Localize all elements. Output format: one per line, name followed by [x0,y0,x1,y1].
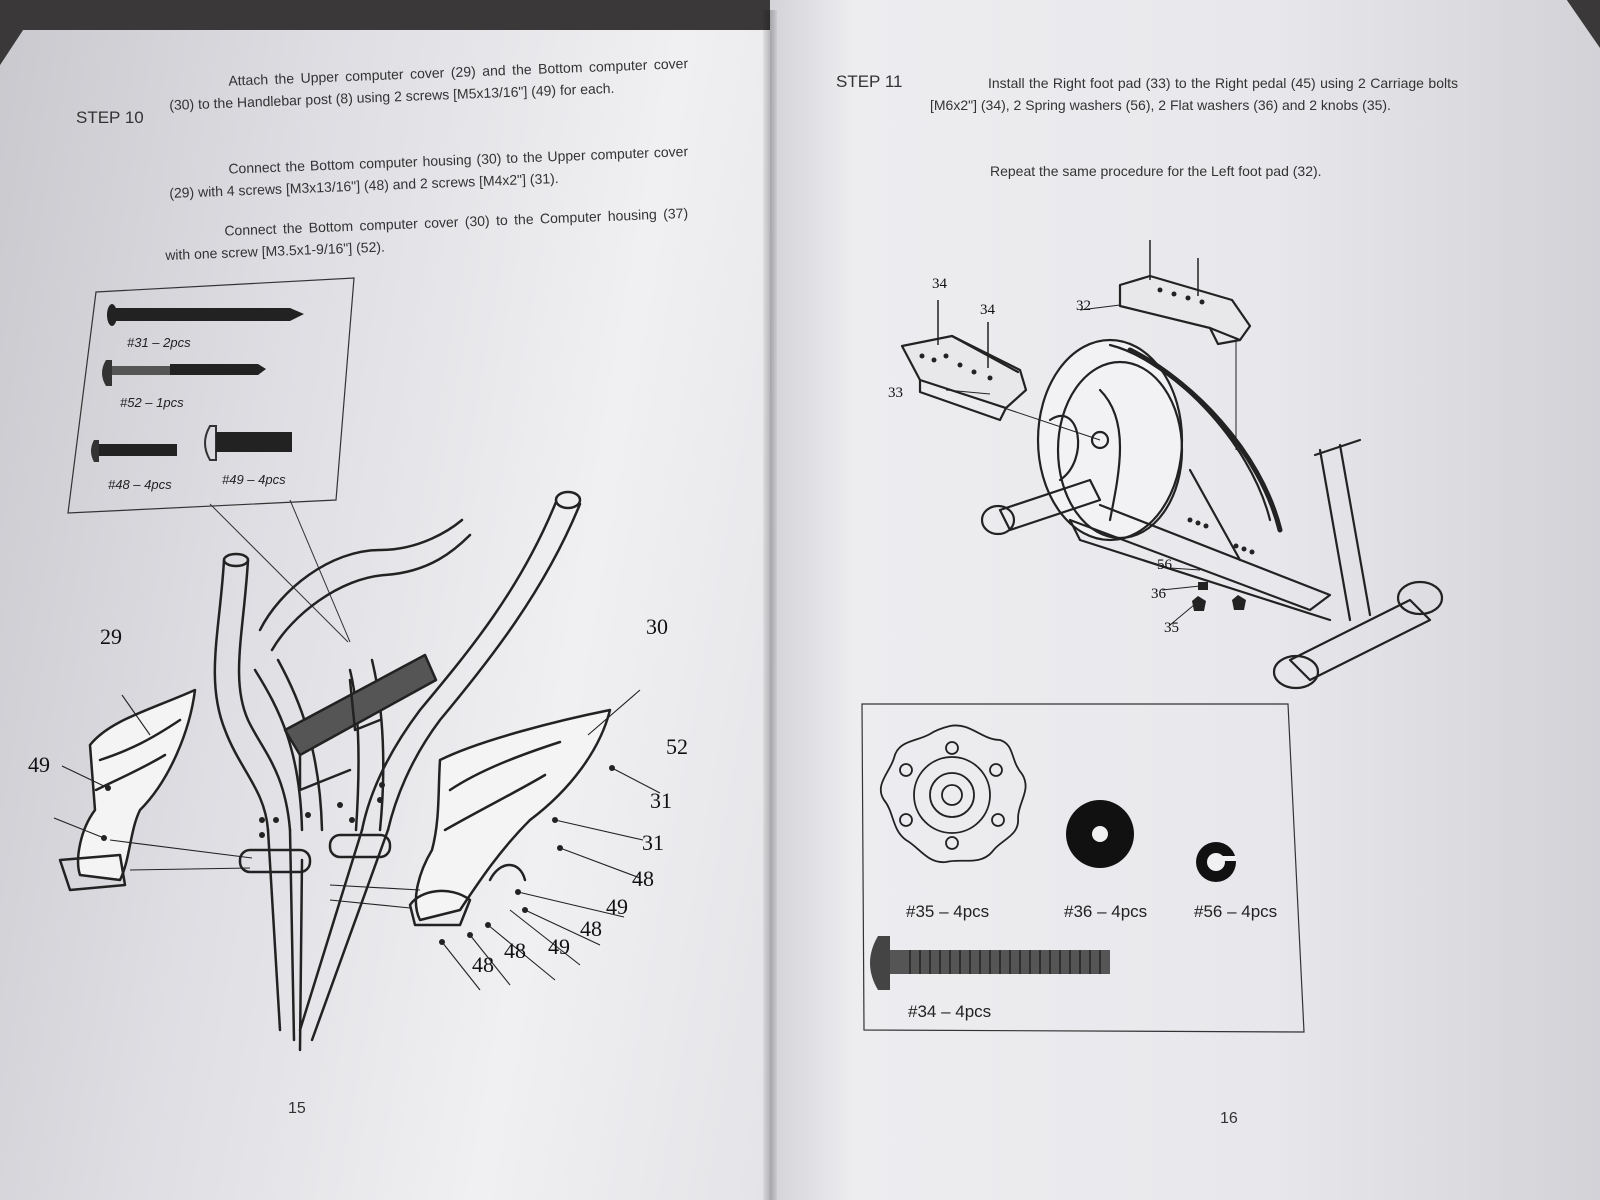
spring-washer-56-icon [1196,842,1236,882]
callout-48-a: 48 [632,866,654,891]
flat-washer-36-icon [1066,800,1134,868]
screw-49-icon [204,425,292,461]
page-15: STEP 10 Attach the Upper computer cover … [0,30,770,1200]
hardware-label-34: #34 – 4pcs [908,1002,992,1021]
knob-35-icon [879,724,1027,863]
carriage-bolt-34-icon [870,936,1110,990]
callout-49-b: 49 [606,894,628,919]
step-11-hardware-box [861,703,1305,1033]
step-11-title: STEP 11 [836,72,903,91]
callout-48-d: 48 [472,952,494,977]
screw-31-icon [107,304,304,326]
step-10-title: STEP 10 [76,108,144,127]
callout-52: 52 [666,734,688,759]
callout-31-upper: 31 [650,788,672,813]
hardware-label-49: #49 – 4pcs [222,472,286,487]
screw-52-icon [102,360,266,386]
hardware-label-48: #48 – 4pcs [108,477,172,492]
callout-36: 36 [1151,586,1166,602]
screw-48-icon [91,440,177,462]
callout-35: 35 [1164,620,1179,636]
callout-49-c: 49 [548,934,570,959]
step-11-paragraph-1: Install the Right foot pad (33) to the R… [930,75,1458,113]
step-10-hardware-box [67,277,355,643]
page-16: STEP 11 Install the Right foot pad (33) … [770,0,1600,1200]
callout-49-left: 49 [28,752,50,777]
callout-34-left: 34 [932,276,947,292]
hardware-label-52: #52 – 1pcs [120,395,184,410]
callout-31-lower: 31 [642,830,664,855]
page-number-15: 15 [288,1100,306,1117]
hardware-label-35: #35 – 4pcs [906,902,990,921]
elliptical-trainer-drawing [900,240,1444,690]
callout-29: 29 [100,624,122,649]
book-spine [763,10,777,1200]
callout-34-right: 34 [980,302,995,318]
hardware-label-56: #56 – 4pcs [1194,902,1278,921]
callout-48-b: 48 [580,916,602,941]
callout-30: 30 [646,614,668,639]
hardware-label-31: #31 – 2pcs [127,335,191,350]
callout-56: 56 [1157,557,1172,573]
handlebar-assembly-drawing [53,490,661,1052]
page-number-16: 16 [1220,1110,1238,1127]
callout-33: 33 [888,385,903,401]
hardware-label-36: #36 – 4pcs [1064,902,1148,921]
callout-32: 32 [1076,298,1091,314]
step-11-paragraph-2: Repeat the same procedure for the Left f… [990,163,1322,179]
callout-48-c: 48 [504,938,526,963]
